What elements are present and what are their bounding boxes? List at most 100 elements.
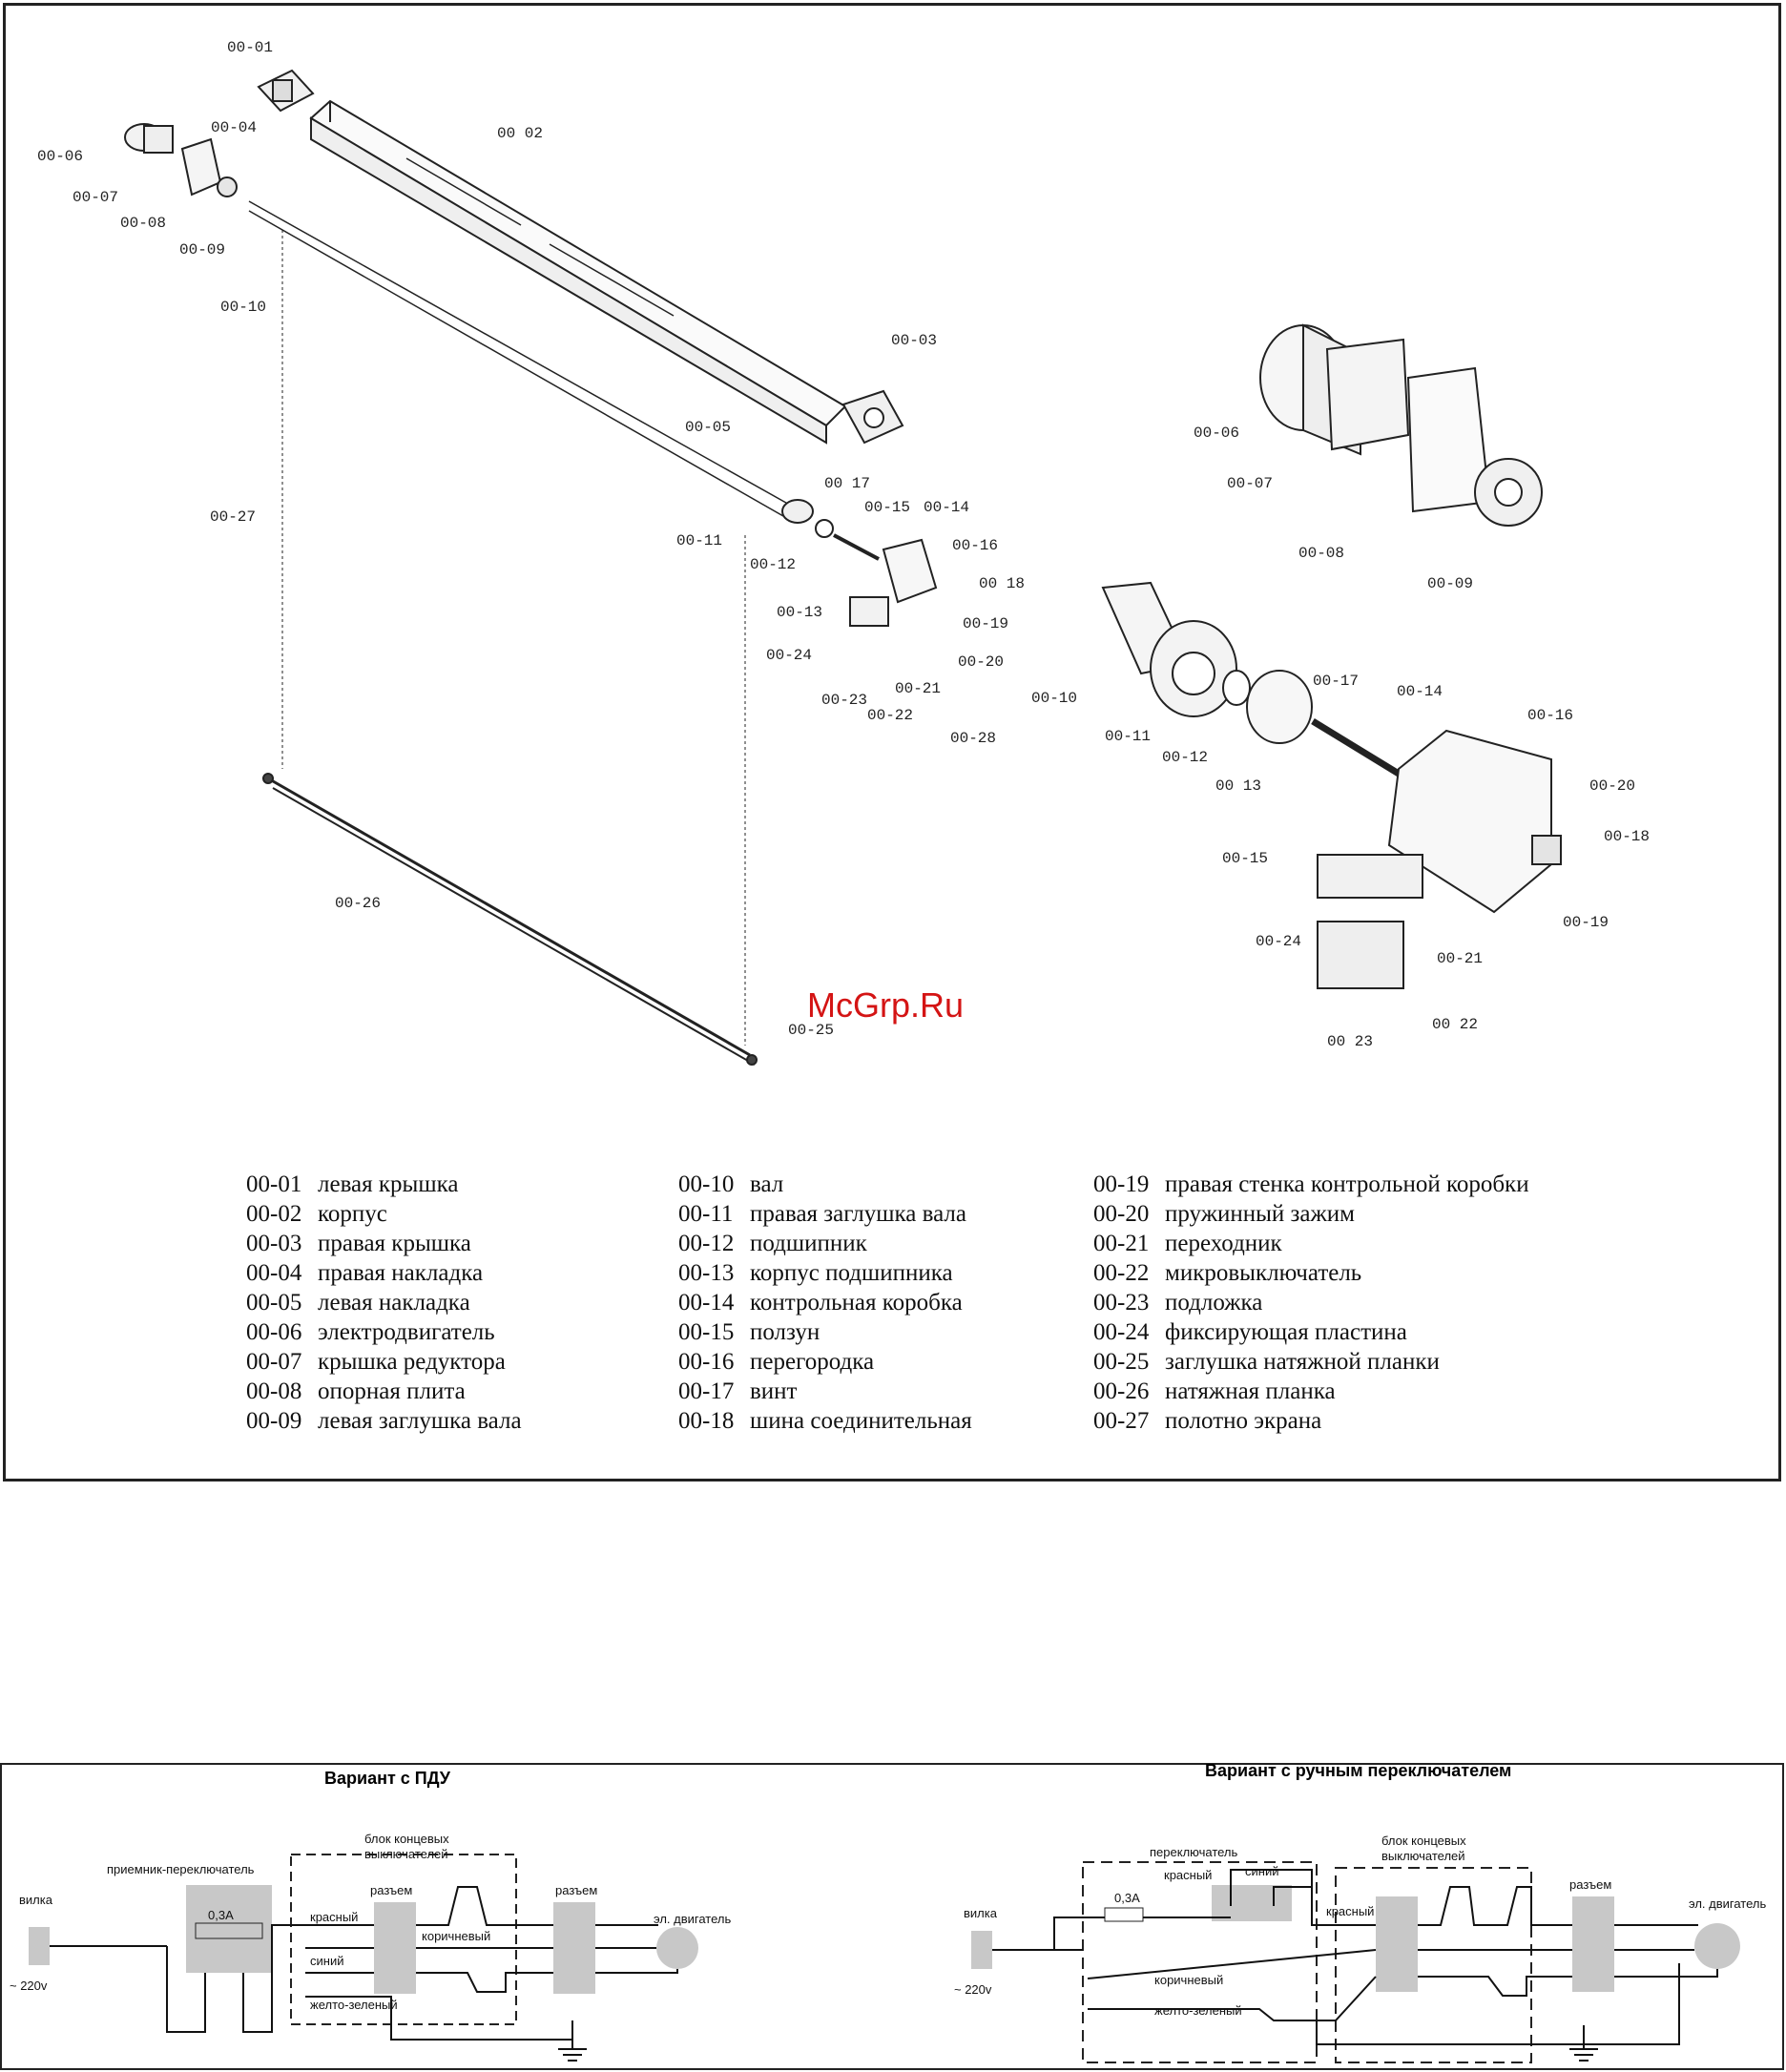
callout-00-15: 00-15 — [864, 499, 910, 516]
fuse-label: 0,3А — [208, 1908, 234, 1922]
right-end-cap — [841, 389, 904, 445]
connector-label-1: разъем — [370, 1883, 412, 1897]
callout-00-24: 00-24 — [766, 647, 812, 664]
legend-item: 00-10 вал — [678, 1170, 972, 1199]
limit-block-label-4: выключателей — [1381, 1849, 1465, 1863]
callout-detail-00-11: 00-11 — [1105, 728, 1151, 745]
scheme-manual: Вариант с ручным переключателем вилка ~ … — [954, 1763, 1767, 2063]
callout-00-11: 00-11 — [676, 532, 722, 549]
legend-part-name: левая крышка — [318, 1171, 459, 1197]
callout-00-02: 00 02 — [497, 125, 543, 142]
scheme-remote-title: Вариант с ПДУ — [324, 1769, 451, 1788]
legend-code: 00-07 — [246, 1349, 302, 1375]
legend-code: 00-26 — [1093, 1378, 1150, 1404]
plug-icon-2 — [971, 1931, 992, 1969]
legend-part-name: переходник — [1165, 1231, 1282, 1256]
legend-code: 00-12 — [678, 1231, 735, 1256]
callout-00-10: 00-10 — [220, 299, 266, 316]
legend-code: 00-20 — [1093, 1201, 1150, 1227]
legend-code: 00-08 — [246, 1378, 302, 1404]
legend-code: 00-24 — [1093, 1319, 1150, 1345]
limit-block-label-2: выключателей — [364, 1847, 448, 1861]
callout-detail-00-17: 00-17 — [1313, 673, 1359, 690]
callout-detail-00-23: 00 23 — [1327, 1033, 1373, 1050]
legend-part-name: винт — [750, 1378, 798, 1404]
callout-detail-00-13: 00 13 — [1215, 777, 1261, 795]
voltage-label-2: ~ 220v — [954, 1982, 992, 1997]
legend-part-name: вал — [750, 1171, 784, 1197]
wire-blue-label-2: синий — [1245, 1864, 1278, 1878]
callout-00-23: 00-23 — [821, 692, 867, 709]
legend-part-name: пружинный зажим — [1165, 1201, 1355, 1227]
motor-icon-2 — [1694, 1923, 1740, 1969]
wire-blue-label: синий — [310, 1954, 343, 1968]
wire-ground-label: желто-зеленый — [310, 1998, 398, 2012]
legend-part-name: левая заглушка вала — [318, 1408, 522, 1434]
callout-00-16: 00-16 — [952, 537, 998, 554]
wire-red-label-2: красный — [1326, 1904, 1374, 1918]
voltage-label: ~ 220v — [10, 1979, 48, 1993]
callout-00-07: 00-07 — [73, 189, 118, 206]
callout-00-19: 00-19 — [963, 615, 1008, 632]
legend-code: 00-21 — [1093, 1231, 1150, 1256]
legend-item: 00-09 левая заглушка вала — [246, 1406, 522, 1436]
callout-detail-00-16: 00-16 — [1527, 707, 1573, 724]
callout-detail-00-20: 00-20 — [1589, 777, 1635, 795]
callout-detail-00-21: 00-21 — [1437, 950, 1483, 967]
legend-part-name: микровыключатель — [1165, 1260, 1362, 1286]
legend-part-name: корпус — [318, 1201, 387, 1227]
switch-label: переключатель — [1150, 1845, 1238, 1859]
wire-brown-label-2: коричневый — [1154, 1973, 1223, 1987]
legend-part-name: правая стенка контрольной коробки — [1165, 1171, 1529, 1197]
callout-00-18: 00 18 — [979, 575, 1025, 592]
legend-code: 00-02 — [246, 1201, 302, 1227]
callout-detail-00-18: 00-18 — [1604, 828, 1650, 845]
callout-00-08: 00-08 — [120, 215, 166, 232]
legend-part-name: правая крышка — [318, 1231, 471, 1256]
legend-code: 00-06 — [246, 1319, 302, 1345]
callout-detail-00-12: 00-12 — [1162, 749, 1208, 766]
exploded-view-drawing: 00-01 00 02 00-03 00-04 00-05 00-06 00-0… — [37, 39, 1650, 1066]
legend-part-name: подложка — [1165, 1290, 1263, 1316]
connector-1 — [374, 1902, 416, 1994]
switch-box — [1212, 1885, 1292, 1921]
legend-code: 00-18 — [678, 1408, 735, 1434]
callout-detail-00-10: 00-10 — [1031, 690, 1077, 707]
legend-part-name: ползун — [750, 1319, 820, 1345]
legend-item: 00-26 натяжная планка — [1093, 1377, 1529, 1406]
housing-body — [309, 99, 847, 445]
legend-part-name: корпус подшипника — [750, 1260, 953, 1286]
motor-small — [124, 123, 238, 197]
wire-brown-label: коричневый — [422, 1929, 490, 1943]
legend-part-name: контрольная коробка — [750, 1290, 963, 1316]
legend-code: 00-10 — [678, 1171, 735, 1197]
legend-part-name: перегородка — [750, 1349, 875, 1375]
wiring-schemes: Вариант с ПДУ вилка ~ 220v приемник-пере… — [0, 1763, 1784, 2070]
callout-detail-00-09: 00-09 — [1427, 575, 1473, 592]
motor-label: эл. двигатель — [654, 1912, 732, 1926]
receiver-label: приемник-переключатель — [107, 1862, 255, 1876]
plug-icon — [29, 1927, 50, 1965]
callout-00-13: 00-13 — [777, 604, 822, 621]
legend-part-name: натяжная планка — [1165, 1378, 1336, 1404]
legend-code: 00-04 — [246, 1260, 302, 1286]
connector-label-3: разъем — [1569, 1877, 1611, 1892]
legend-part-name: опорная плита — [318, 1378, 466, 1404]
callout-00-26: 00-26 — [335, 895, 381, 912]
legend-code: 00-09 — [246, 1408, 302, 1434]
legend-part-name: правая заглушка вала — [750, 1201, 966, 1227]
legend-code: 00-19 — [1093, 1171, 1150, 1197]
callout-00-01: 00-01 — [227, 39, 273, 56]
